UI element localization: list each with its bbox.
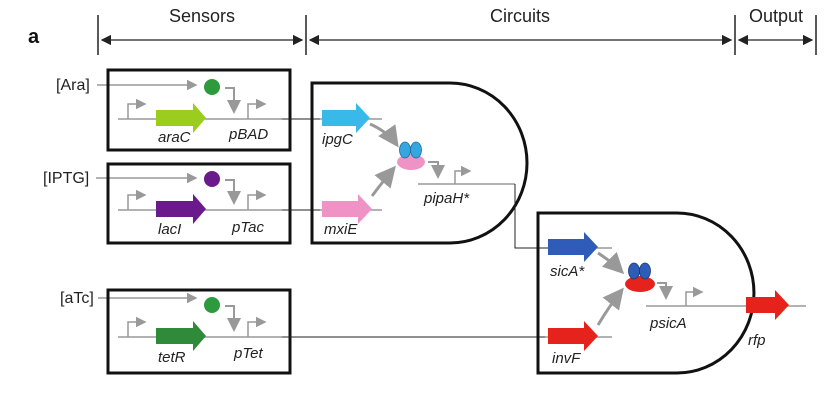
sensor-box-iptg <box>106 162 292 245</box>
header-sensors: Sensors <box>169 6 235 26</box>
panel-label: a <box>28 26 40 48</box>
sensor-box-ara <box>106 68 292 152</box>
iptg-repression-arrow <box>225 179 241 205</box>
tetR-label: tetR <box>158 349 186 366</box>
ipgC-label: ipgC <box>322 131 353 148</box>
araC-label: araC <box>158 129 191 146</box>
sensor-box-atc <box>106 288 292 375</box>
header-circuits: Circuits <box>490 6 550 26</box>
invF-label: invF <box>552 350 581 367</box>
psicA-promoter-icon <box>685 286 704 306</box>
lacI-label: lacI <box>158 221 181 238</box>
pipaH-label: pipaH* <box>423 190 470 207</box>
invF-binding-arrow <box>596 287 624 326</box>
araC-gene-arrow <box>156 103 206 133</box>
mxiE-binding-arrow <box>370 165 396 197</box>
ara-repression-arrow <box>225 87 241 114</box>
lacI-gene-arrow <box>156 194 206 224</box>
pTac-promoter-icon <box>247 189 267 210</box>
atc-repression-arrow <box>225 305 241 332</box>
ipgC-binding-arrow <box>369 122 399 148</box>
psicA-label: psicA <box>649 315 687 332</box>
iptg-ligand-icon <box>204 171 220 187</box>
sicA-gene-arrow <box>548 232 598 262</box>
tetR-gene-arrow <box>156 321 206 351</box>
atc-promoter-icon <box>127 316 147 337</box>
ara-ligand-icon <box>204 79 220 95</box>
pBAD-promoter-icon <box>247 98 267 119</box>
invF-gene-arrow <box>548 321 598 351</box>
sicA-label: sicA* <box>550 263 585 280</box>
sicA-binding-arrow <box>597 251 625 275</box>
input-iptg-label: [IPTG] <box>43 170 89 187</box>
input-atc-label: [aTc] <box>60 290 94 307</box>
sicA-invF-complex-icon <box>625 262 655 292</box>
header-output: Output <box>749 6 803 26</box>
and-gate-2 <box>536 211 756 375</box>
pBAD-label: pBAD <box>228 126 268 143</box>
ipgC-gene-arrow <box>322 103 370 133</box>
pTet-label: pTet <box>233 345 263 362</box>
rfp-gene-arrow <box>746 290 789 320</box>
atc-ligand-icon <box>204 297 220 313</box>
ipgC-mxiE-complex-icon <box>397 141 425 170</box>
mxiE-label: mxiE <box>324 221 358 238</box>
and-gate-1 <box>310 81 529 245</box>
iptg-promoter-icon <box>127 189 147 210</box>
pTac-label: pTac <box>231 219 264 236</box>
rfp-label: rfp <box>748 332 766 349</box>
section-header-bar <box>97 15 817 55</box>
complex-activation-arrow-2 <box>657 282 673 300</box>
complex-activation-arrow-1 <box>428 161 445 179</box>
pipaH-promoter-icon <box>454 165 472 184</box>
pTet-promoter-icon <box>247 316 267 337</box>
input-ara-label: [Ara] <box>56 77 90 94</box>
mxiE-gene-arrow <box>322 194 372 224</box>
ara-promoter-icon <box>127 98 147 119</box>
